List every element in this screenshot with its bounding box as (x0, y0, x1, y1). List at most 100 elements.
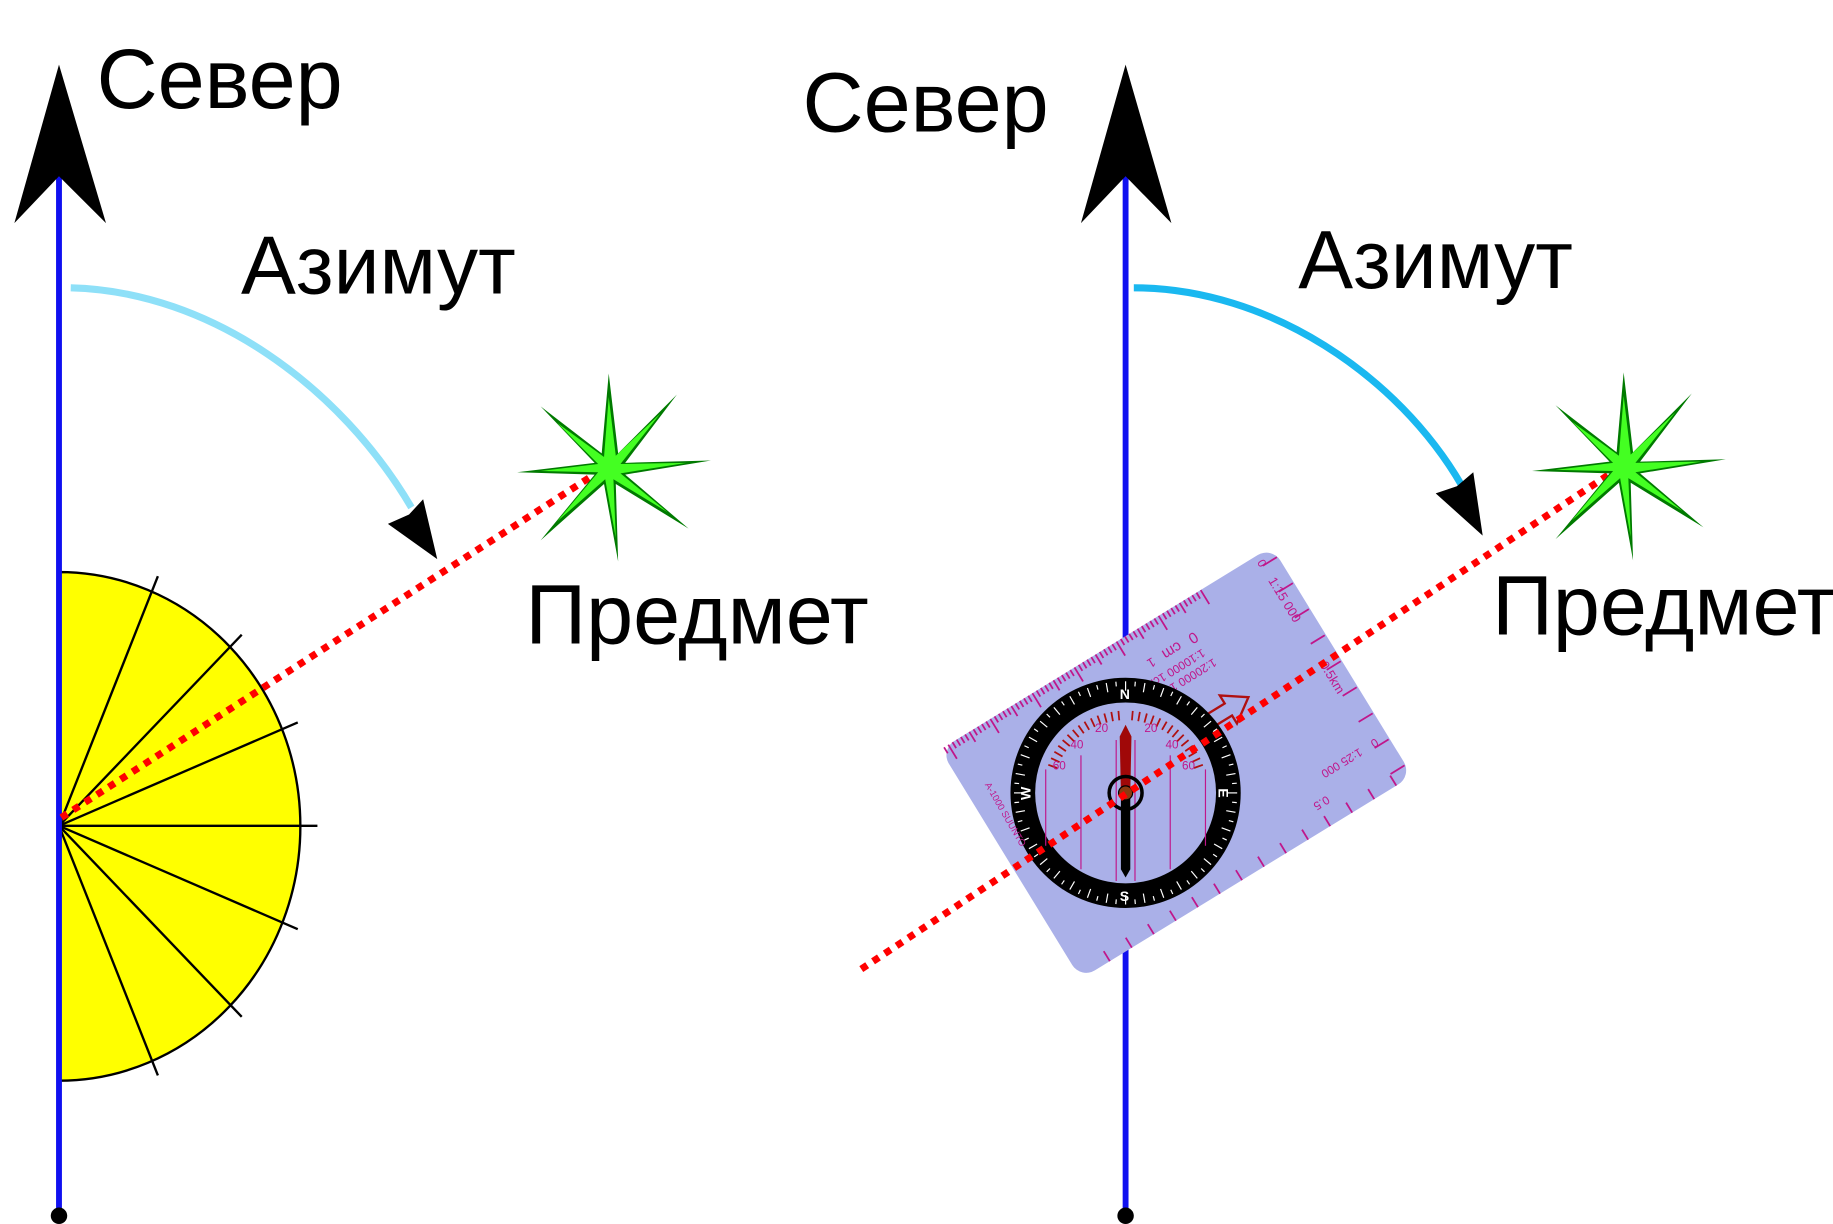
protractor-line (57, 825, 159, 1076)
bezel-tick (1086, 888, 1092, 898)
bezel-tick (1190, 707, 1198, 715)
dial-tick (1180, 739, 1190, 747)
bezel-tick (1039, 720, 1048, 728)
dial-tick (1057, 745, 1067, 752)
bezel-tick (1077, 691, 1081, 697)
ruler-tick (1065, 672, 1071, 680)
ruler-tick (993, 715, 999, 723)
bezel-tick (1046, 713, 1051, 718)
ruler-tick (1124, 635, 1130, 643)
ruler-tick (1014, 703, 1021, 710)
dial-tick (1131, 710, 1134, 721)
degree-20-right: 20 (1144, 722, 1158, 735)
azimuth-arc (1133, 284, 1465, 487)
sight-line (859, 463, 1624, 973)
scale-tick (1345, 802, 1353, 814)
ruler-tick (1061, 674, 1067, 682)
ruler-tick (1157, 615, 1168, 631)
line-end-dot (1117, 1207, 1134, 1224)
dial-tick (1066, 734, 1075, 743)
ruler-tick (976, 726, 983, 734)
ruler-tick (1031, 692, 1042, 708)
dial-tick (1053, 751, 1063, 758)
bezel-tick (1222, 745, 1227, 749)
ruler-tick (964, 733, 970, 741)
bezel-tick (1142, 682, 1146, 693)
scale-tick (1358, 712, 1374, 723)
ruler-tick (1115, 641, 1126, 657)
ruler-tick (1195, 592, 1201, 600)
azimuth-label: Азимут (241, 221, 516, 312)
ruler-tick (1191, 594, 1197, 602)
bezel-tick (1152, 895, 1156, 901)
dial-tick (1077, 725, 1085, 734)
azimuth-label: Азимут (1298, 215, 1573, 306)
bezel-tick (1170, 889, 1174, 895)
dial-tick (1171, 729, 1180, 738)
scale-tick (1301, 829, 1309, 841)
dial-tick (1137, 711, 1141, 722)
bezel-tick (1077, 889, 1081, 895)
bezel-tick (1226, 810, 1236, 813)
protractor-line (58, 824, 299, 931)
bezel-tick (1015, 810, 1026, 813)
object-label: Предмет (1492, 557, 1833, 652)
bezel-tick (1186, 701, 1191, 706)
azimuth-arc (70, 284, 415, 510)
north-label: Север (97, 31, 343, 126)
bezel-tick (1212, 728, 1218, 733)
scale-tick (1279, 842, 1287, 854)
ruler-tick (1132, 630, 1138, 638)
dial-tick (1072, 729, 1080, 738)
ruler-tick (1136, 628, 1145, 640)
bezel-tick (1053, 707, 1061, 715)
scale-tick (1323, 815, 1331, 827)
bezel-tick (1221, 827, 1231, 832)
degree-40-left: 40 (1070, 738, 1084, 751)
bezel-tick (1152, 684, 1156, 690)
bezel-tick (1213, 843, 1223, 850)
scale-tick (1191, 896, 1199, 908)
dial-tick (1166, 725, 1174, 734)
bezel-tick (1200, 713, 1205, 718)
bezel-tick (1221, 754, 1231, 759)
ruler-tick (1056, 677, 1063, 685)
object-label: Предмет (525, 567, 868, 662)
bezel-tick (1212, 853, 1218, 858)
ruler-tick (1187, 597, 1193, 605)
bezel-tick (1105, 893, 1109, 903)
needle-north (1119, 724, 1132, 793)
bezel-tick (1203, 720, 1212, 728)
bezel-tick (1170, 691, 1174, 697)
bezel-tick (1039, 858, 1048, 866)
bezel-tick (1222, 837, 1227, 841)
scale-tick (1235, 869, 1243, 881)
cardinal-s: S (1120, 888, 1129, 904)
dial-tick (1191, 757, 1201, 763)
bezel-tick (1203, 858, 1212, 866)
cardinal-w: W (1017, 786, 1033, 800)
ruler-tick (1178, 602, 1187, 614)
ruler-tick (1040, 687, 1046, 695)
scale-tick (1326, 660, 1342, 671)
ruler-tick (1082, 661, 1088, 669)
bezel-tick (1213, 736, 1223, 743)
dial-tick (1117, 710, 1121, 721)
degree-40-right: 40 (1166, 738, 1180, 751)
ruler-tick (1107, 646, 1113, 654)
bezel-tick (1033, 728, 1039, 733)
ruler-tick (1141, 625, 1147, 633)
cardinal-e: E (1215, 788, 1231, 797)
bezel-tick (1020, 827, 1030, 832)
ruler-tick (1145, 623, 1151, 631)
dial-tick (1050, 757, 1060, 763)
scale-tick (1262, 556, 1278, 567)
ruler-tick (1166, 610, 1172, 618)
bezel-tick (1159, 888, 1165, 898)
ruler-tick (951, 741, 957, 749)
ruler-tick (968, 731, 977, 743)
ruler-tick (985, 721, 991, 728)
dial-tick (1090, 718, 1096, 728)
dial-tick (1149, 715, 1155, 725)
